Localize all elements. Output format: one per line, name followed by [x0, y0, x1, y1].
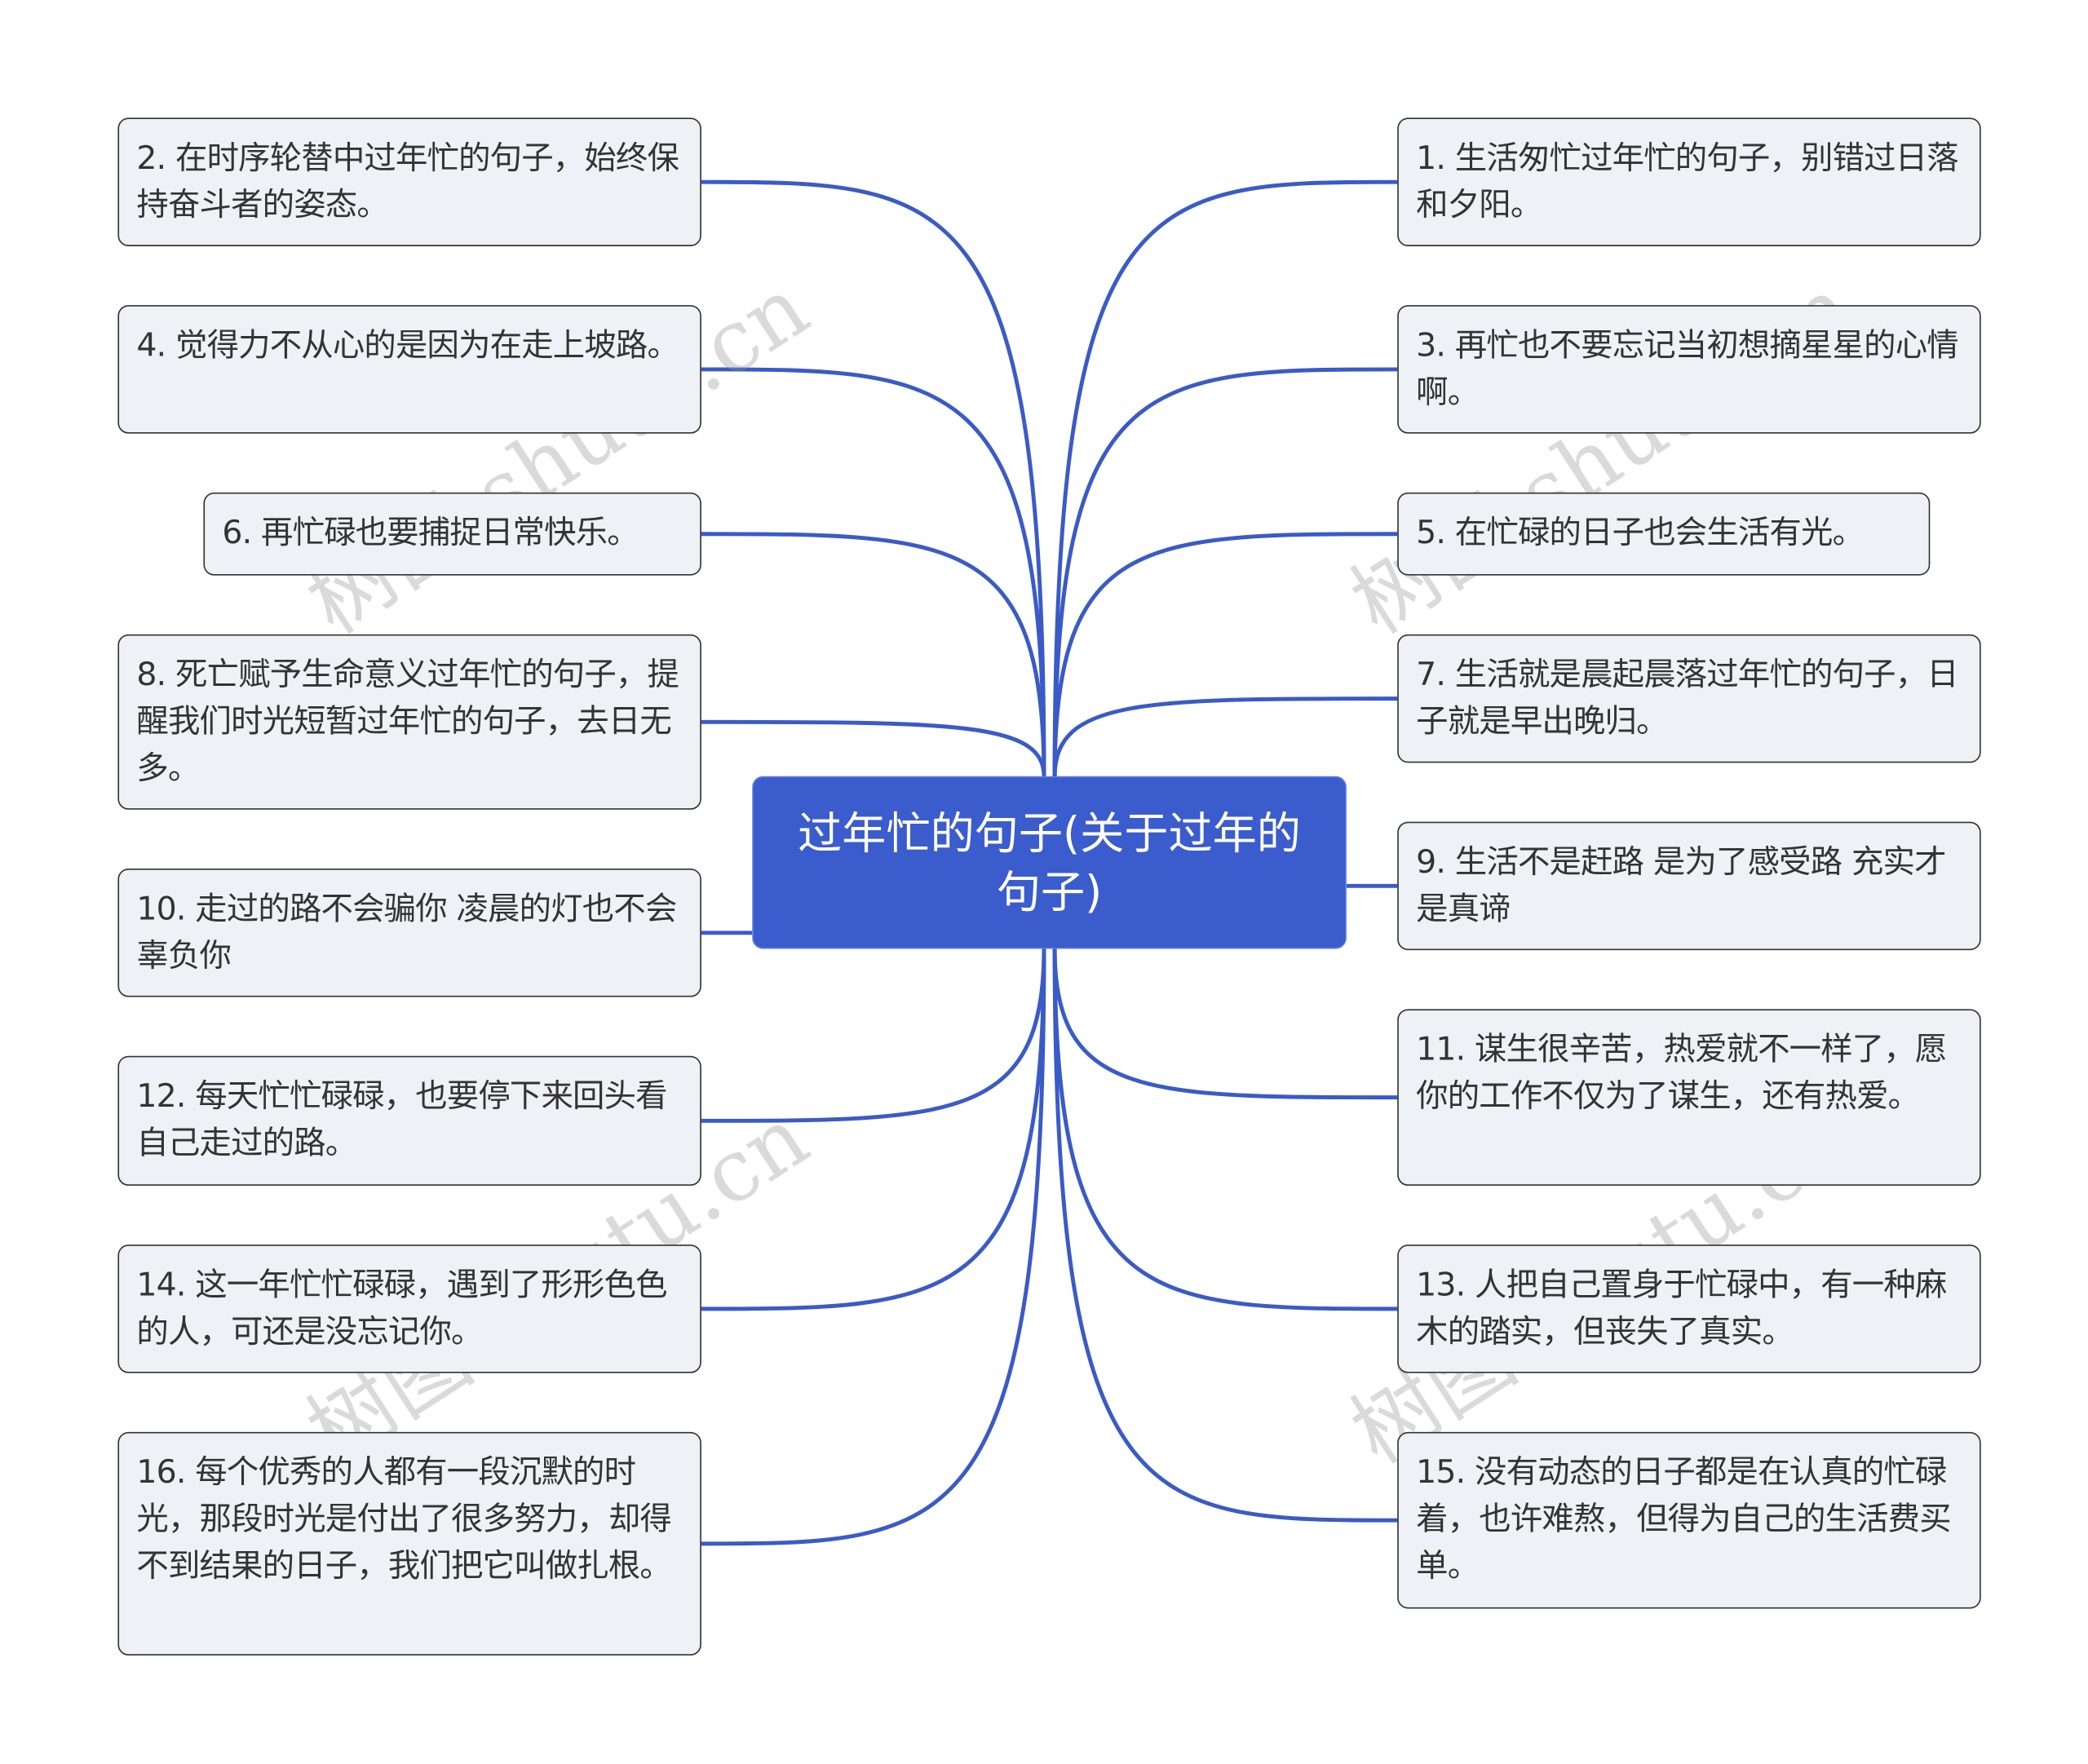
connector-line	[1052, 696, 1398, 776]
right-node[interactable]: 11. 谋生很辛苦，热爱就不一样了，愿你的工作不仅为了谋生，还有热爱。	[1397, 1009, 1981, 1186]
right-node[interactable]: 9. 生活不是赶路 是为了感受路 充实才是真谛	[1397, 821, 1981, 951]
left-node[interactable]: 16. 每个优秀的人都有一段沉默的时光，那段时光是付出了很多努力，却得不到结果的…	[117, 1431, 701, 1656]
left-node[interactable]: 8. 死亡赋予生命意义过年忙的句子，提醒我们时光短暂过年忙的句子，去日无多。	[117, 634, 701, 810]
connector-line	[1052, 367, 1398, 776]
connector-line	[701, 367, 1046, 776]
connector-line	[701, 179, 1046, 776]
central-topic[interactable]: 过年忙的句子(关于过年的句子)	[752, 776, 1347, 949]
central-topic-title: 过年忙的句子(关于过年的句子)	[798, 806, 1301, 917]
right-node[interactable]: 13. 人把自己置身于忙碌中，有一种麻木的踏实，但丧失了真实。	[1397, 1245, 1981, 1373]
connector-line	[701, 948, 1046, 1546]
right-node[interactable]: 3. 再忙也不要忘记当初想摘星星的心情啊。	[1397, 305, 1981, 434]
connector-line	[1052, 179, 1398, 776]
left-node[interactable]: 12. 每天忙忙碌碌，也要停下来回头看自己走过的路。	[117, 1055, 701, 1186]
left-node[interactable]: 14. 这一年忙忙碌碌，遇到了形形色色的人，可还是没忘记你。	[117, 1245, 701, 1373]
connector-line	[701, 719, 1046, 776]
right-node[interactable]: 7. 生活就是晨起晨落过年忙的句子，日子就是早出晚归。	[1397, 634, 1981, 763]
left-node[interactable]: 4. 觉得力不从心的是因为在走上坡路。	[117, 305, 701, 434]
right-node[interactable]: 1. 生活匆忙过年忙的句子，别错过日落和夕阳。	[1397, 117, 1981, 246]
left-node[interactable]: 10. 走过的路不会骗你 凌晨的灯也不会辜负你	[117, 869, 701, 997]
left-node[interactable]: 2. 在时序轮替中过年忙的句子，始终保持奋斗者的姿态。	[117, 117, 701, 246]
connector-line	[1052, 948, 1398, 1523]
connector-line	[1052, 948, 1398, 1311]
connector-line	[701, 948, 1046, 1123]
connector-line	[701, 948, 1046, 1311]
connector-line	[701, 532, 1046, 776]
left-node[interactable]: 6. 再忙碌也要捕捉日常快乐。	[203, 492, 701, 576]
connector-line	[1052, 532, 1398, 776]
connector-line	[1052, 948, 1398, 1100]
right-node[interactable]: 5. 在忙碌的日子也会生活有光。	[1397, 492, 1931, 576]
right-node[interactable]: 15. 没有动态的日子都是在认真的忙碌着，也许难熬，但得为自己的生活费买单。	[1397, 1431, 1981, 1609]
